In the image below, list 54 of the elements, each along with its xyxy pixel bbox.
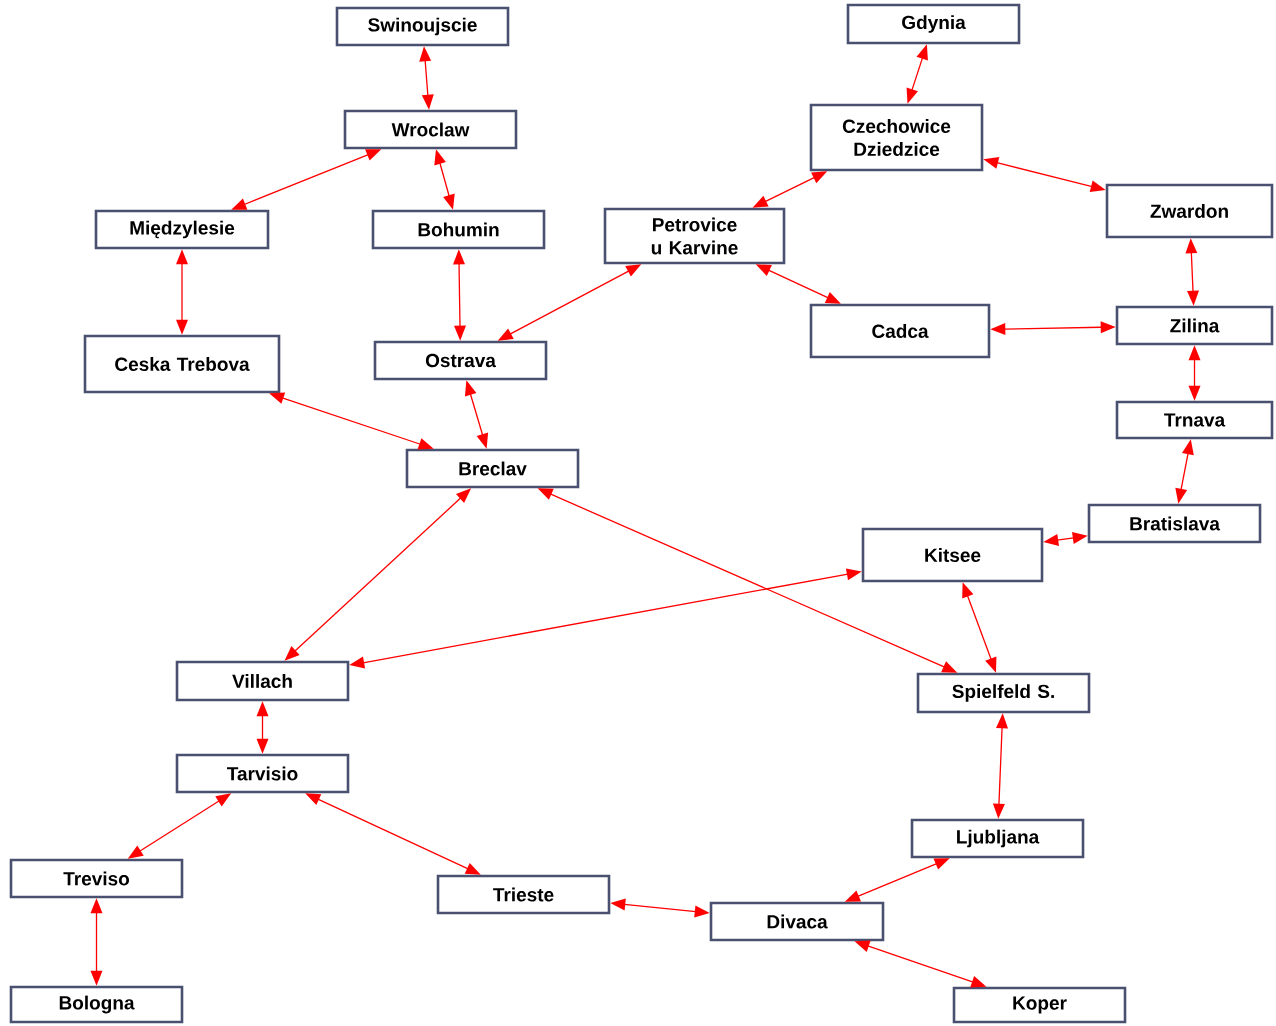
station-box: Zwardon bbox=[1105, 183, 1274, 239]
arrow bbox=[1043, 532, 1088, 546]
station-box: Koper bbox=[952, 986, 1127, 1024]
station-box: Bratislava bbox=[1087, 503, 1262, 544]
station-box: Zilina bbox=[1115, 305, 1274, 346]
arrow bbox=[1175, 439, 1194, 504]
arrow bbox=[176, 249, 188, 335]
arrow bbox=[419, 46, 434, 110]
arrow bbox=[906, 44, 928, 104]
arrow bbox=[1185, 238, 1199, 306]
station-box: Villach bbox=[175, 660, 350, 702]
arrow bbox=[962, 582, 997, 673]
station-box: Kitsee bbox=[861, 527, 1044, 583]
arrow bbox=[497, 264, 642, 341]
arrow bbox=[284, 488, 472, 661]
arrow bbox=[537, 488, 958, 673]
arrow bbox=[844, 858, 950, 902]
station-box: Treviso bbox=[9, 858, 184, 899]
station-box: Ostrava bbox=[373, 340, 548, 381]
station-box: Cadca bbox=[809, 303, 991, 359]
arrow bbox=[854, 940, 987, 988]
station-box: Wroclaw bbox=[343, 109, 518, 150]
station-box: Trnava bbox=[1115, 400, 1274, 440]
arrow bbox=[434, 149, 455, 210]
station-box: Ceska Trebova bbox=[83, 334, 281, 394]
station-box: Międzylesie bbox=[94, 209, 270, 250]
arrow bbox=[992, 713, 1008, 819]
arrow bbox=[256, 701, 269, 754]
station-box: Swinoujscie bbox=[335, 6, 510, 47]
arrow bbox=[1188, 345, 1201, 401]
arrow bbox=[464, 380, 489, 449]
arrow bbox=[755, 264, 841, 304]
arrow bbox=[90, 898, 103, 986]
station-box: Czechowice Dziedzice bbox=[809, 103, 984, 172]
station-box: Divaca bbox=[709, 901, 885, 942]
station-box: Bologna bbox=[9, 985, 184, 1024]
station-box: Ljubljana bbox=[910, 818, 1085, 859]
station-box: Spielfeld S. bbox=[916, 672, 1091, 714]
arrow bbox=[983, 157, 1106, 193]
arrow bbox=[305, 793, 481, 875]
station-box: Petrovice u Karvine bbox=[603, 207, 786, 265]
arrow bbox=[610, 898, 710, 918]
station-box: Bohumin bbox=[371, 209, 546, 250]
arrow bbox=[231, 149, 382, 210]
station-box: Trieste bbox=[436, 874, 611, 915]
arrow bbox=[349, 568, 862, 669]
arrow bbox=[752, 171, 828, 208]
arrow bbox=[990, 321, 1116, 335]
arrow bbox=[127, 793, 232, 859]
arrow bbox=[453, 249, 466, 341]
station-box: Gdynia bbox=[846, 3, 1021, 45]
arrow bbox=[269, 392, 434, 450]
station-box: Breclav bbox=[405, 448, 580, 489]
station-box: Tarvisio bbox=[175, 753, 350, 794]
